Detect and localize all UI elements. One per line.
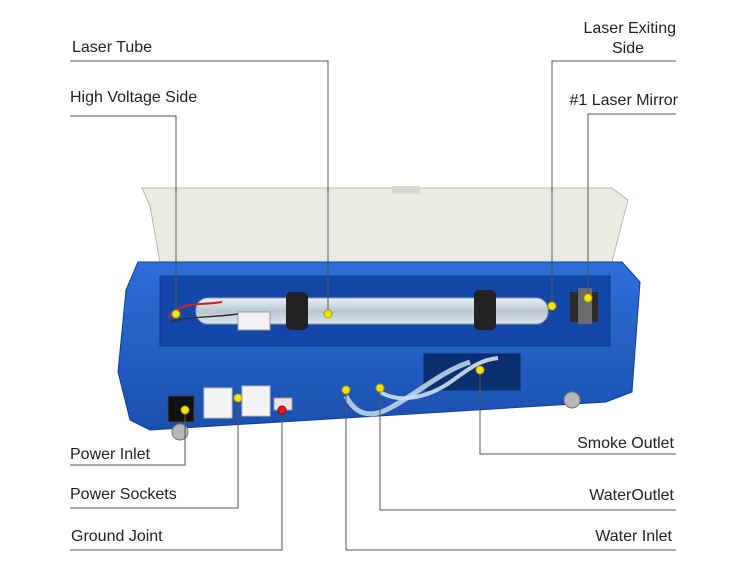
callout-line-high-voltage (70, 115, 177, 314)
callout-lines (70, 60, 676, 551)
callout-line-water-outlet (379, 388, 676, 511)
mirror-plate (578, 288, 592, 324)
water-hose (343, 359, 471, 417)
callout-line-laser-tube (70, 60, 329, 314)
label-ground-joint: Ground Joint (71, 528, 163, 545)
callout-line-laser-exiting (551, 60, 676, 306)
machine-lid (141, 187, 629, 263)
callout-line-water-inlet (345, 390, 676, 551)
label-smoke-outlet: Smoke Outlet (577, 435, 674, 452)
label-first-laser-mirror: #1 Laser Mirror (569, 92, 678, 109)
label-power-sockets: Power Sockets (70, 486, 177, 503)
tube-label-sticker (237, 311, 271, 331)
lid-handle (392, 186, 420, 194)
foot-right (563, 391, 581, 409)
label-laser-tube: Laser Tube (72, 39, 153, 56)
callout-line-power-sockets (70, 398, 239, 509)
label-water-inlet: Water Inlet (595, 528, 672, 545)
marker-high-voltage (171, 309, 181, 319)
callout-markers (171, 293, 593, 415)
callout-line-smoke-outlet (479, 370, 676, 455)
tube-holder-right (474, 290, 496, 330)
label-power-inlet: Power Inlet (70, 446, 151, 463)
marker-laser-exiting (547, 301, 557, 311)
callout-line-mirror (587, 113, 676, 298)
marker-power-inlet (180, 405, 190, 415)
power-socket-2 (241, 385, 271, 417)
callout-line-ground-joint (70, 410, 283, 551)
marker-water-inlet (341, 385, 351, 395)
marker-power-sockets (233, 393, 243, 403)
water-hose-2 (378, 356, 499, 401)
marker-laser-tube (323, 309, 333, 319)
laser-tube-glass (195, 297, 549, 325)
marker-water-outlet (375, 383, 385, 393)
marker-smoke-outlet (475, 365, 485, 375)
marker-ground-joint (277, 405, 287, 415)
power-socket-1 (203, 387, 233, 419)
tube-holder-left (286, 292, 308, 330)
label-high-voltage-side: High Voltage Side (70, 89, 198, 106)
wire-2 (169, 313, 239, 323)
foot-left (171, 423, 189, 441)
label-water-outlet: WaterOutlet (589, 487, 674, 504)
marker-mirror (583, 293, 593, 303)
label-laser-exiting-side-line2: Side (611, 40, 644, 57)
callout-line-power-inlet (70, 410, 186, 466)
vent-opening (423, 353, 521, 391)
label-laser-exiting-side-line1: Laser Exiting (583, 20, 677, 37)
